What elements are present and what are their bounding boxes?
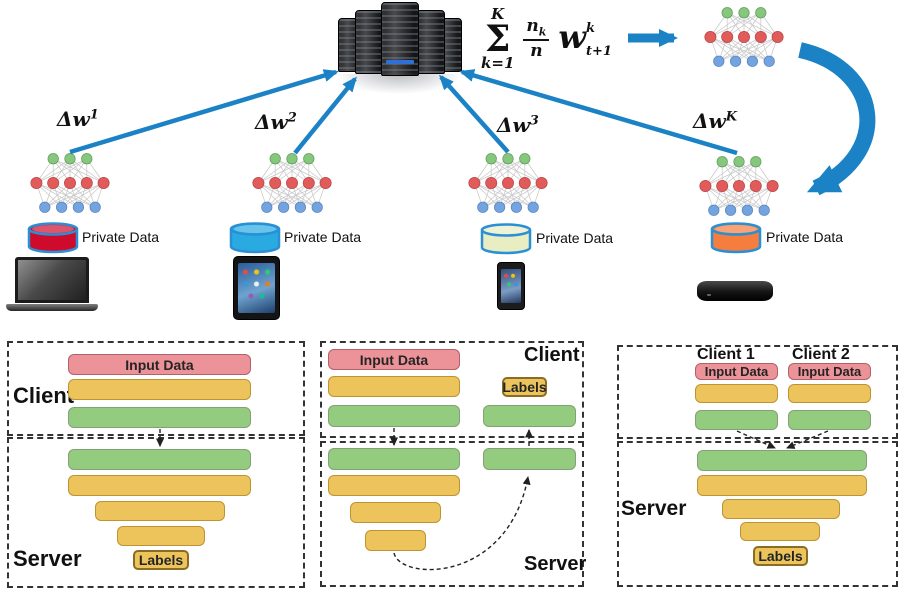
server-tower [416,10,445,74]
frac-denominator: n [530,41,543,62]
private-data-label-3: Private Data [536,230,614,246]
private-data-cylinder-3 [480,223,532,255]
panel1-client-box [7,341,305,436]
delta-w-label-2: Δw2 [255,110,297,134]
central-server-icon [330,2,468,98]
model-distribution-arrow [798,42,876,196]
panel2-client-cut-layer-bar [328,405,460,427]
private-data-cylinder-1 [27,222,79,254]
laptop-icon [6,257,98,311]
panel1-server-layer-bar [117,526,205,546]
aggregation-formula: K Σ k=1 nk n w k t+1 [481,7,612,71]
panel3-client1-label: Client 1 [697,346,755,363]
laptop-base [6,304,98,311]
weight-fraction: nk n [523,15,550,62]
panel1-server-box [7,437,305,588]
cylinder-highlight [32,225,74,233]
sum-symbol: Σ [484,18,511,60]
panel1-server-cut-layer-bar [68,449,251,470]
panel1-client-cut-layer-bar [68,407,251,428]
frac-numerator-sub: k [538,25,547,39]
delta-w-label-1: Δw1 [57,107,99,131]
tablet-screen [238,263,275,313]
panel2-client-layer-bar [328,376,460,397]
client-network-K [699,156,779,216]
panel2-client-box [320,341,584,438]
summation: K Σ k=1 [481,7,514,71]
panel3-client1-cut-layer-bar [695,410,778,430]
smartphone-icon [497,262,525,310]
fraction-bar [523,39,550,42]
panel3-input-data-bar-1: Input Data [695,363,778,380]
client-network-3 [468,153,548,213]
panel1-server-label: Server [13,546,82,571]
panel2-server-label: Server [524,553,587,575]
panel2-server-layer-bar [350,502,441,523]
client-network-2 [252,153,332,213]
panel2-client-label: Client [524,344,580,366]
panel2-server-cut-layer-bar [328,448,460,470]
frac-numerator: n [526,15,539,36]
panel3-server-label: Server [621,497,687,520]
panel3-server-cut-layer-bar [697,450,867,471]
cylinder-highlight [485,226,527,234]
smartphone-screen [501,269,521,303]
w-subscript: t+1 [585,43,612,59]
panel1-labels-box: Labels [133,550,189,570]
panel2-server-layer-bar [328,475,460,496]
panel2-labels-box: Labels [502,377,547,397]
tablet-icon [233,256,280,320]
w-superscript: k [585,20,595,36]
panel2-server-return-layer-bar [483,448,576,470]
laptop-screen [15,257,89,303]
panel3-labels-box: Labels [753,546,808,566]
server-led [386,60,414,64]
panel1-client-layer-bar [68,379,251,400]
server-reflection [330,74,468,96]
w-base: w [558,17,586,56]
panel3-client1-layer-bar [695,384,778,403]
panel3-client2-cut-layer-bar [788,410,871,430]
server-tower [381,2,419,76]
server-tower [355,10,384,74]
panel2-client-output-layer-bar [483,405,576,427]
panel2-server-layer-bar [365,530,426,551]
panel1-client-label: Client [13,383,75,408]
cylinder-highlight [234,225,276,233]
panel2-server-box [320,441,584,587]
private-data-label-2: Private Data [284,229,362,245]
panel2-input-data-bar: Input Data [328,349,460,370]
sum-lower-limit: k=1 [481,54,515,73]
panel3-client2-layer-bar [788,384,871,403]
private-data-cylinder-2 [229,222,281,254]
private-data-cylinder-K [710,222,762,254]
panel3-input-data-bar-2: Input Data [788,363,871,380]
private-data-label-K: Private Data [766,229,844,245]
panel1-server-layer-bar [95,501,225,521]
delta-w-label-3: Δw3 [497,113,539,137]
panel1-server-layer-bar [68,475,251,496]
sum-upper-limit: K [491,5,505,23]
private-data-label-1: Private Data [82,229,160,245]
panel1-input-data-bar: Input Data [68,354,251,375]
panel3-server-layer-bar [740,522,820,541]
weight-term: w k t+1 [558,21,612,58]
delta-w-label-K: ΔwK [693,109,738,133]
client-network-1 [30,153,110,213]
cylinder-highlight [715,225,757,233]
panel3-server-layer-bar [697,475,867,496]
panel3-server-layer-bar [722,499,840,519]
panel3-client2-label: Client 2 [792,346,850,363]
set-top-box-icon [697,281,773,301]
global-model-network [704,7,784,67]
